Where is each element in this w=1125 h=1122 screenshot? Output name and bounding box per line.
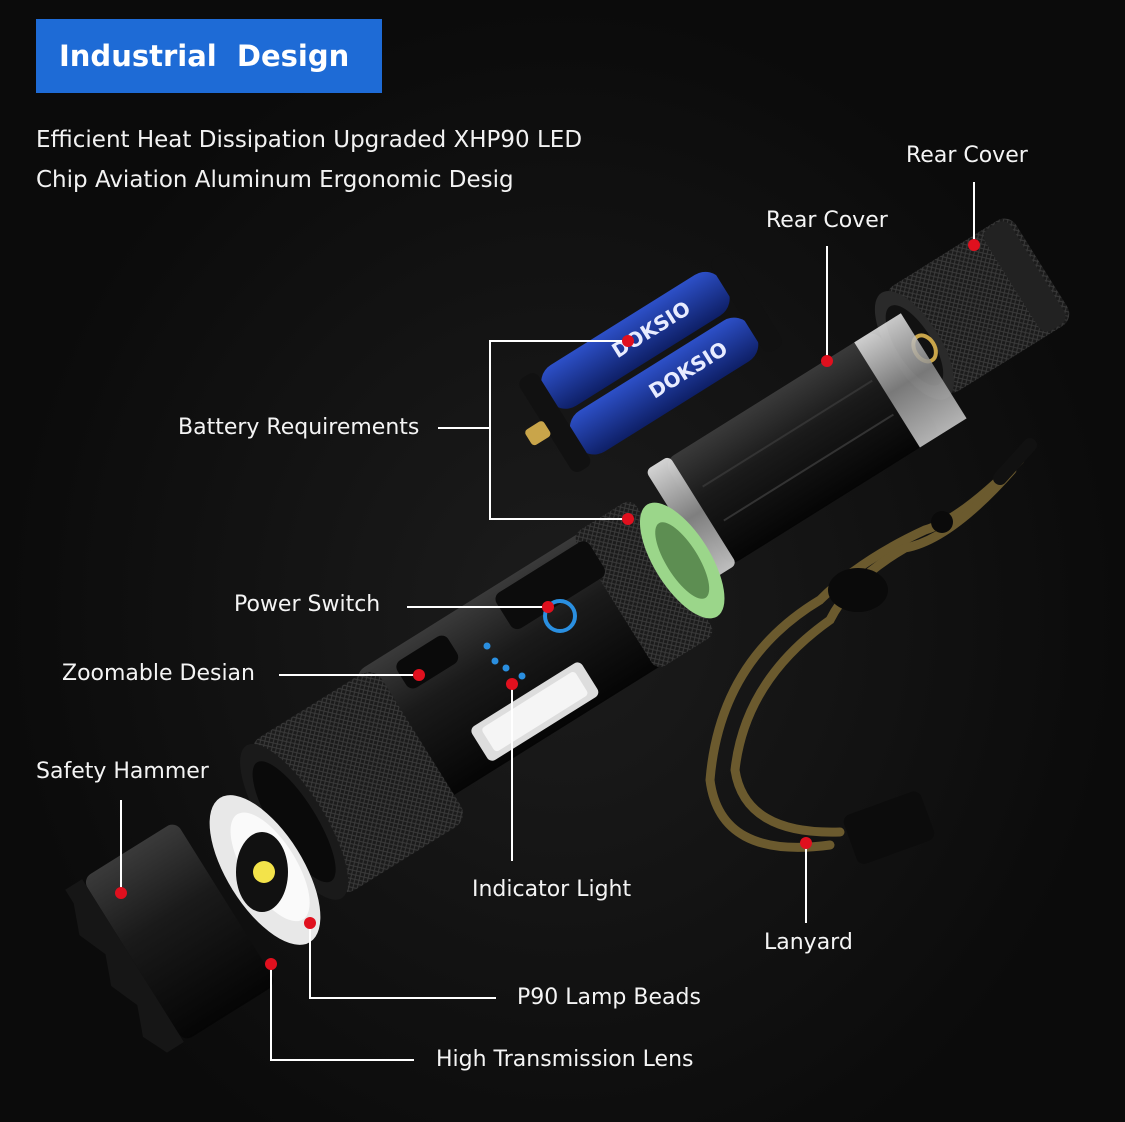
label-rear-cover: Rear Cover bbox=[766, 208, 888, 233]
label-high-transmission-lens: High Transmission Lens bbox=[436, 1047, 694, 1072]
title-badge: Industrial Design bbox=[36, 19, 382, 93]
lanyard-clip bbox=[993, 438, 1037, 485]
power-icon bbox=[543, 599, 577, 633]
battery-tube bbox=[647, 313, 967, 577]
flashlight-head bbox=[357, 501, 725, 802]
label-safety-hammer: Safety Hammer bbox=[36, 759, 209, 784]
label-p90-lamp-beads: P90 Lamp Beads bbox=[517, 985, 701, 1010]
label-indicator-light: Indicator Light bbox=[472, 877, 632, 902]
led-emitter bbox=[236, 832, 288, 912]
battery-holder: DOKSIO DOKSIO bbox=[519, 253, 782, 472]
subtitle-line-2: Chip Aviation Aluminum Ergonomic Desig bbox=[36, 167, 514, 193]
label-lanyard: Lanyard bbox=[764, 930, 853, 955]
lanyard-end-tab bbox=[843, 791, 935, 864]
subtitle-line-1: Efficient Heat Dissipation Upgraded XHP9… bbox=[36, 127, 583, 153]
strike-bezel bbox=[65, 824, 274, 1053]
label-rear-cover-cap: Rear Cover bbox=[906, 143, 1028, 168]
label-zoomable-design: Zoomable Desian bbox=[62, 661, 255, 686]
label-battery-requirements: Battery Requirements bbox=[178, 415, 420, 440]
zoom-barrel bbox=[240, 672, 463, 900]
indicator-leds bbox=[483, 642, 526, 680]
label-power-switch: Power Switch bbox=[234, 592, 381, 617]
page-title: Industrial Design bbox=[59, 39, 350, 73]
lanyard-stopper bbox=[828, 568, 888, 612]
lanyard-bead bbox=[931, 511, 953, 533]
leader-lines bbox=[120, 182, 975, 1061]
callout-markers bbox=[115, 239, 980, 970]
